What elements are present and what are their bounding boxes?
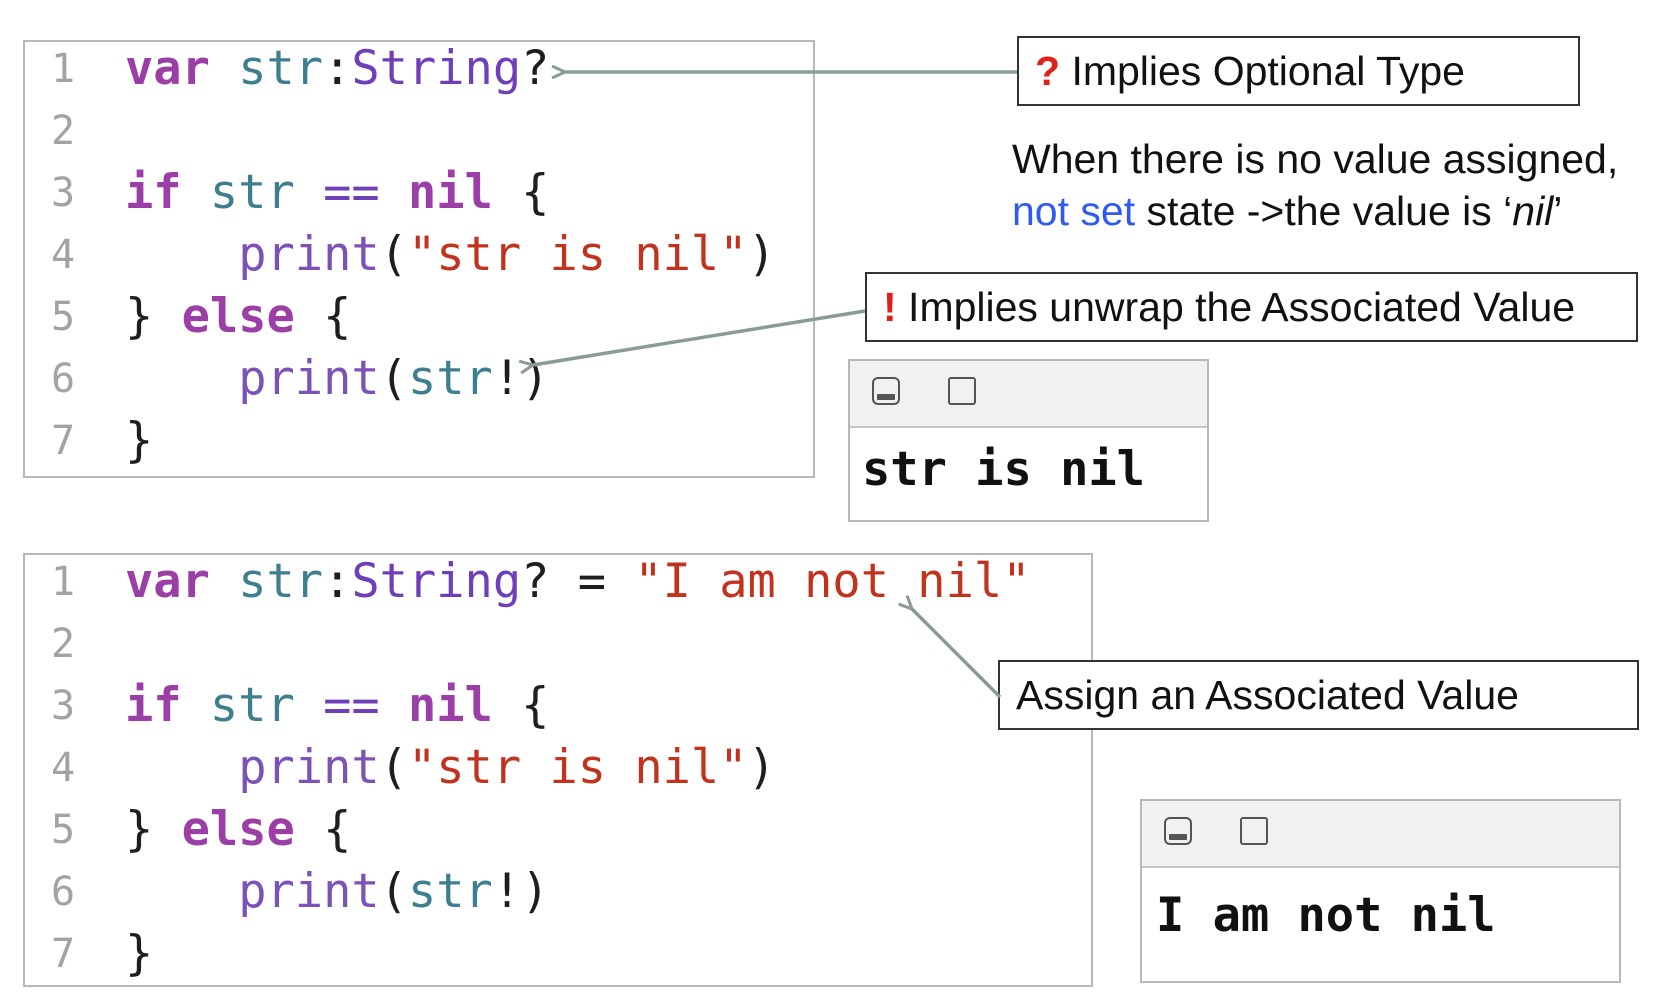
line-number: 2 (51, 621, 76, 667)
line-number: 4 (51, 745, 76, 791)
code-text: if str == nil { (125, 678, 550, 733)
callout-optional-type: ? Implies Optional Type (1017, 36, 1580, 106)
callout-optional-type-text: Implies Optional Type (1060, 48, 1465, 94)
nil-explanation-note: When there is no value assigned, not set… (1012, 133, 1618, 237)
console-toolbar (1142, 801, 1619, 868)
line-number: 3 (51, 170, 76, 216)
code-block-optional-assignment: 1 var str:String? = "I am not nil" 2 3 if st… (23, 553, 1093, 987)
console-output-1: str is nil (848, 359, 1209, 522)
console-output-text: str is nil (862, 442, 1145, 497)
line-number: 3 (51, 683, 76, 729)
code-text: } else { (125, 289, 352, 344)
line-number: 5 (51, 807, 76, 853)
note-highlight: not set (1012, 188, 1136, 234)
line-number: 5 (51, 294, 76, 340)
callout-assign-text: Assign an Associated Value (1016, 672, 1519, 718)
code-text: var str:String? = "I am not nil" (125, 554, 1031, 609)
line-number: 2 (51, 108, 76, 154)
note-text: state ->the value is ‘ (1135, 188, 1513, 234)
callout-unwrap-text: Implies unwrap the Associated Value (896, 284, 1576, 330)
maximize-icon[interactable] (948, 377, 976, 405)
exclamation-mark: ! (883, 284, 897, 330)
line-number: 4 (51, 232, 76, 278)
note-nil: nil (1512, 188, 1554, 234)
callout-unwrap: ! Implies unwrap the Associated Value (865, 272, 1638, 342)
code-text: print(str!) (238, 864, 550, 919)
console-output-2: I am not nil (1140, 799, 1621, 983)
code-block-optional-declaration: 1 var str:String? 2 3 if str == nil { 4 print… (23, 40, 815, 478)
note-end: ’ (1553, 188, 1563, 234)
code-text: if str == nil { (125, 165, 550, 220)
console-output-text: I am not nil (1156, 888, 1496, 943)
line-number: 1 (51, 46, 76, 92)
line-number: 6 (51, 869, 76, 915)
question-mark: ? (1035, 48, 1061, 94)
maximize-icon[interactable] (1240, 817, 1268, 845)
console-toolbar (850, 361, 1207, 428)
callout-assign-value: Assign an Associated Value (998, 660, 1639, 730)
code-text: print(str!) (238, 351, 550, 406)
code-text: } (125, 926, 154, 981)
line-number: 7 (51, 418, 76, 464)
minimize-icon[interactable] (872, 377, 900, 405)
line-number: 6 (51, 356, 76, 402)
minimize-icon[interactable] (1164, 817, 1192, 845)
code-text: } (125, 413, 154, 468)
note-line-2: not set state ->the value is ‘nil’ (1012, 185, 1618, 237)
code-text: } else { (125, 802, 352, 857)
code-text: print("str is nil") (238, 740, 776, 795)
note-line-1: When there is no value assigned, (1012, 136, 1619, 182)
line-number: 7 (51, 931, 76, 977)
code-text: var str:String? (125, 41, 550, 96)
line-number: 1 (51, 559, 76, 605)
code-text: print("str is nil") (238, 227, 776, 282)
